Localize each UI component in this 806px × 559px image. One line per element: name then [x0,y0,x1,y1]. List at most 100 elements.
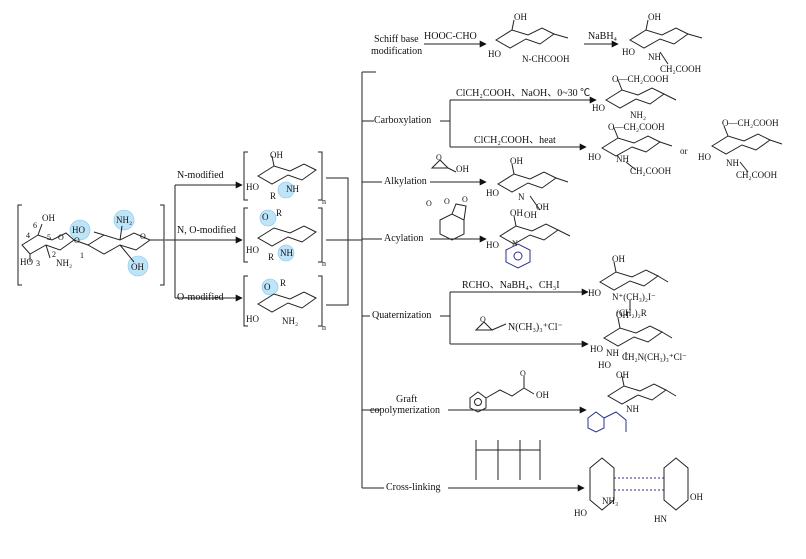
chitosan-oh-highlight: OH [131,262,144,272]
svg-text:OH: OH [612,254,625,264]
crosslinked-product: NH₃ HN HO OH [574,457,703,524]
svg-text:HO: HO [622,47,635,57]
svg-text:HO: HO [574,508,587,518]
svg-text:(CH₂)₂R: (CH₂)₂R [616,308,647,318]
chitosan-ho3: HO [20,257,33,267]
svg-text:OH: OH [536,202,549,212]
quaternization-product-1: OH HO N⁺(CH₃)₂I⁻ (CH₂)₂R [588,254,669,318]
label-crosslinking: Cross-linking [386,482,441,493]
svg-text:O—CH₂COOH: O—CH₂COOH [608,122,665,132]
quaternization-reagent: O [474,315,507,331]
chitosan-num-6: 6 [33,221,37,230]
schiff-reduced-product: OH HO NH CH₂COOH [622,12,703,74]
schiff-imine-product: OH HO N-CHCOOH [488,12,570,64]
carboxylation-product-2: O—CH₂COOH HO NH CH₂COOH [588,122,673,176]
carboxylation-arrows [440,96,597,151]
label-graft-line2: copolymerization [370,405,440,416]
svg-text:O: O [520,369,526,378]
svg-text:HO: HO [592,103,605,113]
cinnamic-acid-reagent: O OH [469,369,549,413]
label-carbox-cond1: ClCH₂COOH、NaOH、0~30 ℃ [456,88,591,99]
svg-text:OH: OH [536,390,549,400]
svg-text:R: R [270,191,276,201]
chitosan-num-4: 4 [26,231,30,240]
chitosan-num-2: 2 [52,250,56,259]
svg-text:CH₂COOH: CH₂COOH [660,64,702,74]
svg-text:O: O [264,282,271,292]
svg-text:n: n [322,259,326,268]
svg-text:N: N [512,239,518,248]
svg-text:CH₂COOH: CH₂COOH [630,166,672,176]
svg-text:HO: HO [698,152,711,162]
svg-text:R: R [268,252,274,262]
svg-text:O: O [480,315,486,324]
svg-text:NH: NH [616,154,629,164]
label-alkylation: Alkylation [384,176,427,187]
svg-text:OH: OH [616,370,629,380]
chitosan-o-link: O [74,236,80,245]
svg-text:HO: HO [598,360,611,370]
n-modified-unit: OH HO NH R n [243,150,326,206]
svg-text:CH₂COOH: CH₂COOH [736,170,778,180]
label-schiff-reagent: HOOC-CHO [424,31,477,42]
svg-text:HO: HO [486,240,499,250]
reaction-trunk [326,71,384,489]
highlight-circle-nh2 [113,209,135,231]
svg-text:OH: OH [514,12,527,22]
svg-text:O: O [462,195,468,204]
chitosan-nh2: NH₂ [56,258,72,268]
no-modified-unit: O R HO NH R n [243,207,326,268]
svg-text:HO: HO [588,288,601,298]
svg-text:N⁺(CH₃)₂I⁻: N⁺(CH₃)₂I⁻ [612,292,656,302]
phthalic-anhydride-reagent: O O O [426,195,468,241]
chitosan-num-5: 5 [47,233,51,242]
svg-text:HO: HO [590,344,603,354]
svg-text:N: N [518,192,525,202]
svg-text:O: O [426,199,432,208]
label-o-modified: O-modified [177,292,224,303]
svg-text:NH: NH [648,52,661,62]
label-acylation: Acylation [384,233,424,244]
svg-text:R: R [280,278,286,288]
svg-text:NH: NH [726,158,739,168]
carboxylation-product-3: O—CH₂COOH HO NH CH₂COOH [698,118,783,180]
quaternization-product-2: OH HO NH CH₂N(CH₃)₃⁺Cl⁻ HO [590,310,687,370]
svg-text:OH: OH [690,492,703,502]
svg-text:N-CHCOOH: N-CHCOOH [522,54,570,64]
svg-text:OH: OH [270,150,283,160]
svg-text:OH: OH [456,164,469,174]
label-carboxylation: Carboxylation [374,115,432,126]
svg-text:NH₂: NH₂ [282,316,298,326]
svg-text:OH: OH [510,156,523,166]
svg-text:HN: HN [654,514,667,524]
label-schiff-line2: modification [371,46,423,57]
svg-text:O: O [436,153,442,162]
chitosan-o-right: O [140,232,146,241]
tpp-reagent [475,440,541,480]
chitosan-ho-highlight: HO [72,225,85,235]
or-text: or [680,146,688,156]
svg-text:NH: NH [626,404,639,414]
svg-text:O—CH₂COOH: O—CH₂COOH [612,74,669,84]
svg-text:O: O [262,212,269,222]
svg-text:O: O [444,197,450,206]
chitosan-nh2-highlight: NH₂ [116,215,132,225]
glycidol-reagent: OH O [430,153,469,174]
svg-text:NH: NH [606,348,619,358]
svg-text:OH: OH [648,12,661,22]
label-quaternization: Quaternization [372,310,432,321]
label-graft-line1: Graft [396,394,418,405]
chitosan-repeat-unit: OH 6 4 5 O HO 3 2 NH₂ 1 O HO NH₂ OH O [17,204,165,286]
svg-text:n: n [322,197,326,206]
label-quat-cond2: N(CH₃)₃⁺Cl⁻ [508,322,563,333]
label-quat-cond1: RCHO、NaBH₄、CH₃I [462,280,560,291]
label-no-modified: N, O-modified [177,225,236,236]
svg-text:NH: NH [280,248,293,258]
svg-text:HO: HO [486,188,499,198]
chitosan-o-ring: O [58,233,64,242]
svg-text:HO: HO [246,182,259,192]
svg-text:NH₃: NH₃ [602,496,618,506]
svg-text:R: R [276,208,282,218]
svg-text:HO: HO [246,314,259,324]
graft-product: OH NH [587,370,677,433]
